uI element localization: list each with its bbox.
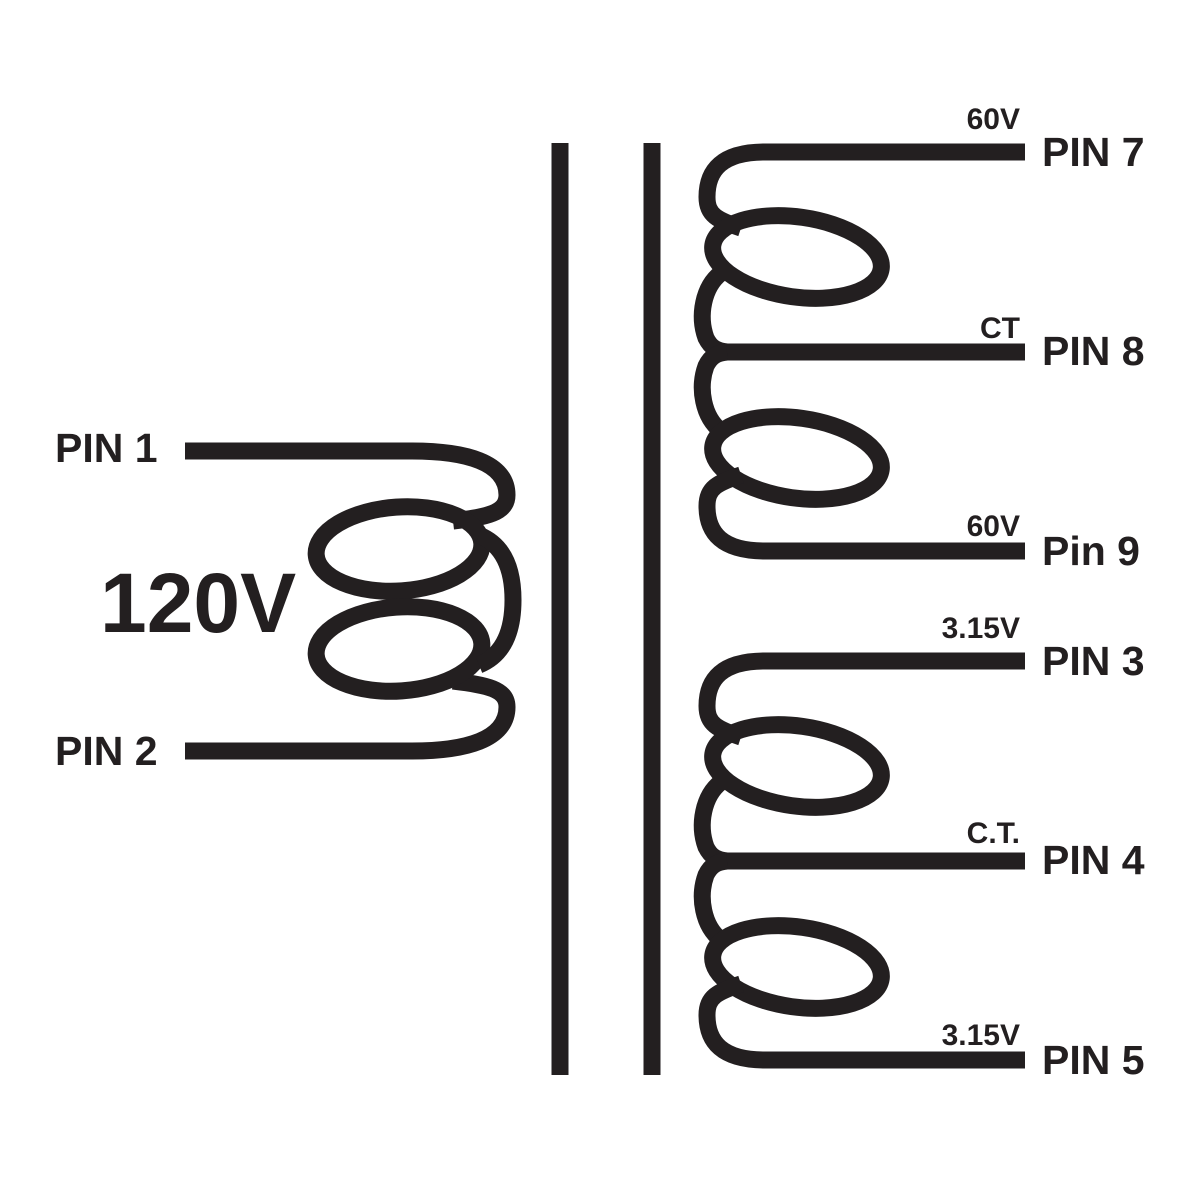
pin1-label: PIN 1 (55, 425, 158, 471)
pin9-label: Pin 9 (1042, 528, 1140, 574)
secondary-top-center-tap-label: CT (980, 312, 1020, 345)
secondary-bottom-voltage-top-label: 3.15V (942, 612, 1020, 645)
secondary-coil-loop-1 (704, 207, 890, 307)
secondary-top-voltage-top-label: 60V (967, 103, 1020, 136)
pin1-lead-wire (185, 442, 516, 530)
pin4-label: PIN 4 (1042, 837, 1145, 883)
secondary-coil-connector-lower (693, 343, 729, 438)
secondary-coil-loop-2 (704, 408, 890, 508)
secondary-top-voltage-bottom-label: 60V (967, 510, 1020, 543)
pin8-label: PIN 8 (1042, 328, 1145, 374)
secondary-coil-connector-upper (693, 266, 729, 361)
pin3-label: PIN 3 (1042, 638, 1145, 684)
secondary-top-lead-wire (698, 143, 1025, 237)
pin7-label: PIN 7 (1042, 129, 1145, 175)
secondary-winding-coil-top (693, 143, 1025, 560)
secondary-bottom-lead-wire (698, 466, 1025, 560)
secondary-bottom-center-tap-label: C.T. (967, 817, 1020, 850)
transformer-core (551, 143, 661, 1075)
pin2-lead-wire (185, 672, 516, 760)
pin5-label: PIN 5 (1042, 1037, 1145, 1083)
pin2-label: PIN 2 (55, 728, 158, 774)
primary-winding (185, 442, 522, 760)
primary-coil-loop-2 (307, 598, 491, 700)
primary-coil-connector (475, 527, 522, 673)
secondary-bottom-voltage-bottom-label: 3.15V (942, 1019, 1020, 1052)
primary-voltage-label: 120V (100, 556, 296, 650)
primary-coil-loop-1 (307, 498, 491, 600)
secondary-winding-coil-bottom (702, 661, 1025, 1060)
